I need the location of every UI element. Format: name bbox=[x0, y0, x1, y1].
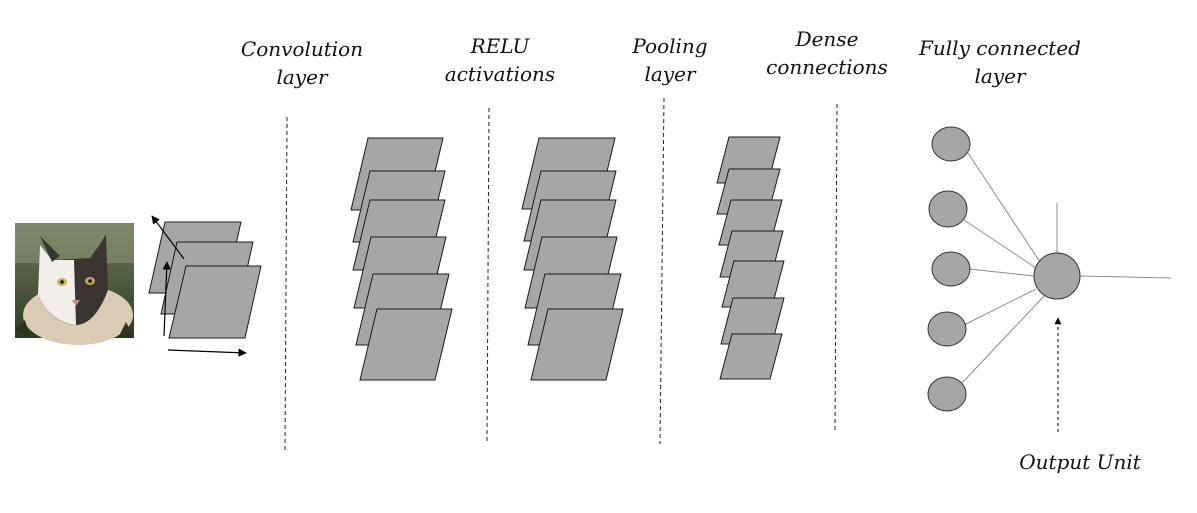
fully-connected-nodes bbox=[927, 126, 1081, 412]
cat-photo-icon bbox=[15, 223, 134, 345]
input-map bbox=[168, 265, 262, 339]
label-relu-activations: RELU activations bbox=[444, 34, 556, 86]
height-axis-arrow bbox=[162, 261, 171, 337]
fc-node bbox=[931, 126, 971, 162]
separator-line bbox=[486, 107, 490, 443]
relu-stack bbox=[521, 137, 624, 381]
output-node bbox=[1033, 252, 1081, 300]
edge bbox=[967, 152, 1041, 263]
input-feature-stack bbox=[148, 215, 262, 357]
fc-node bbox=[927, 311, 967, 347]
edge bbox=[961, 295, 1045, 384]
edge bbox=[963, 219, 1037, 269]
label-pooling-layer: Pooling layer bbox=[632, 34, 708, 86]
fc-node bbox=[928, 190, 968, 228]
label-convolution-layer: Convolution layer bbox=[240, 37, 364, 89]
separator-line bbox=[834, 103, 838, 431]
edge bbox=[968, 268, 1035, 277]
fc-node bbox=[927, 376, 967, 412]
depth-axis-arrow bbox=[151, 215, 185, 260]
label-output-unit: Output Unit bbox=[1019, 450, 1141, 474]
pool-map bbox=[719, 333, 783, 380]
label-dense-connections: Dense connections bbox=[766, 27, 888, 79]
fully-connected-edges bbox=[961, 152, 1172, 384]
width-axis-arrow bbox=[167, 348, 247, 357]
label-fully-connected-layer: Fully connected layer bbox=[919, 36, 1081, 88]
fc-node bbox=[931, 251, 971, 287]
edge bbox=[963, 288, 1037, 326]
separator-line bbox=[284, 116, 288, 451]
relu-map bbox=[530, 308, 624, 381]
pooling-stack bbox=[716, 136, 785, 380]
conv-map bbox=[359, 308, 453, 381]
separator-line bbox=[659, 97, 665, 445]
convolution-stack bbox=[350, 137, 453, 381]
output-edge bbox=[1079, 275, 1172, 279]
